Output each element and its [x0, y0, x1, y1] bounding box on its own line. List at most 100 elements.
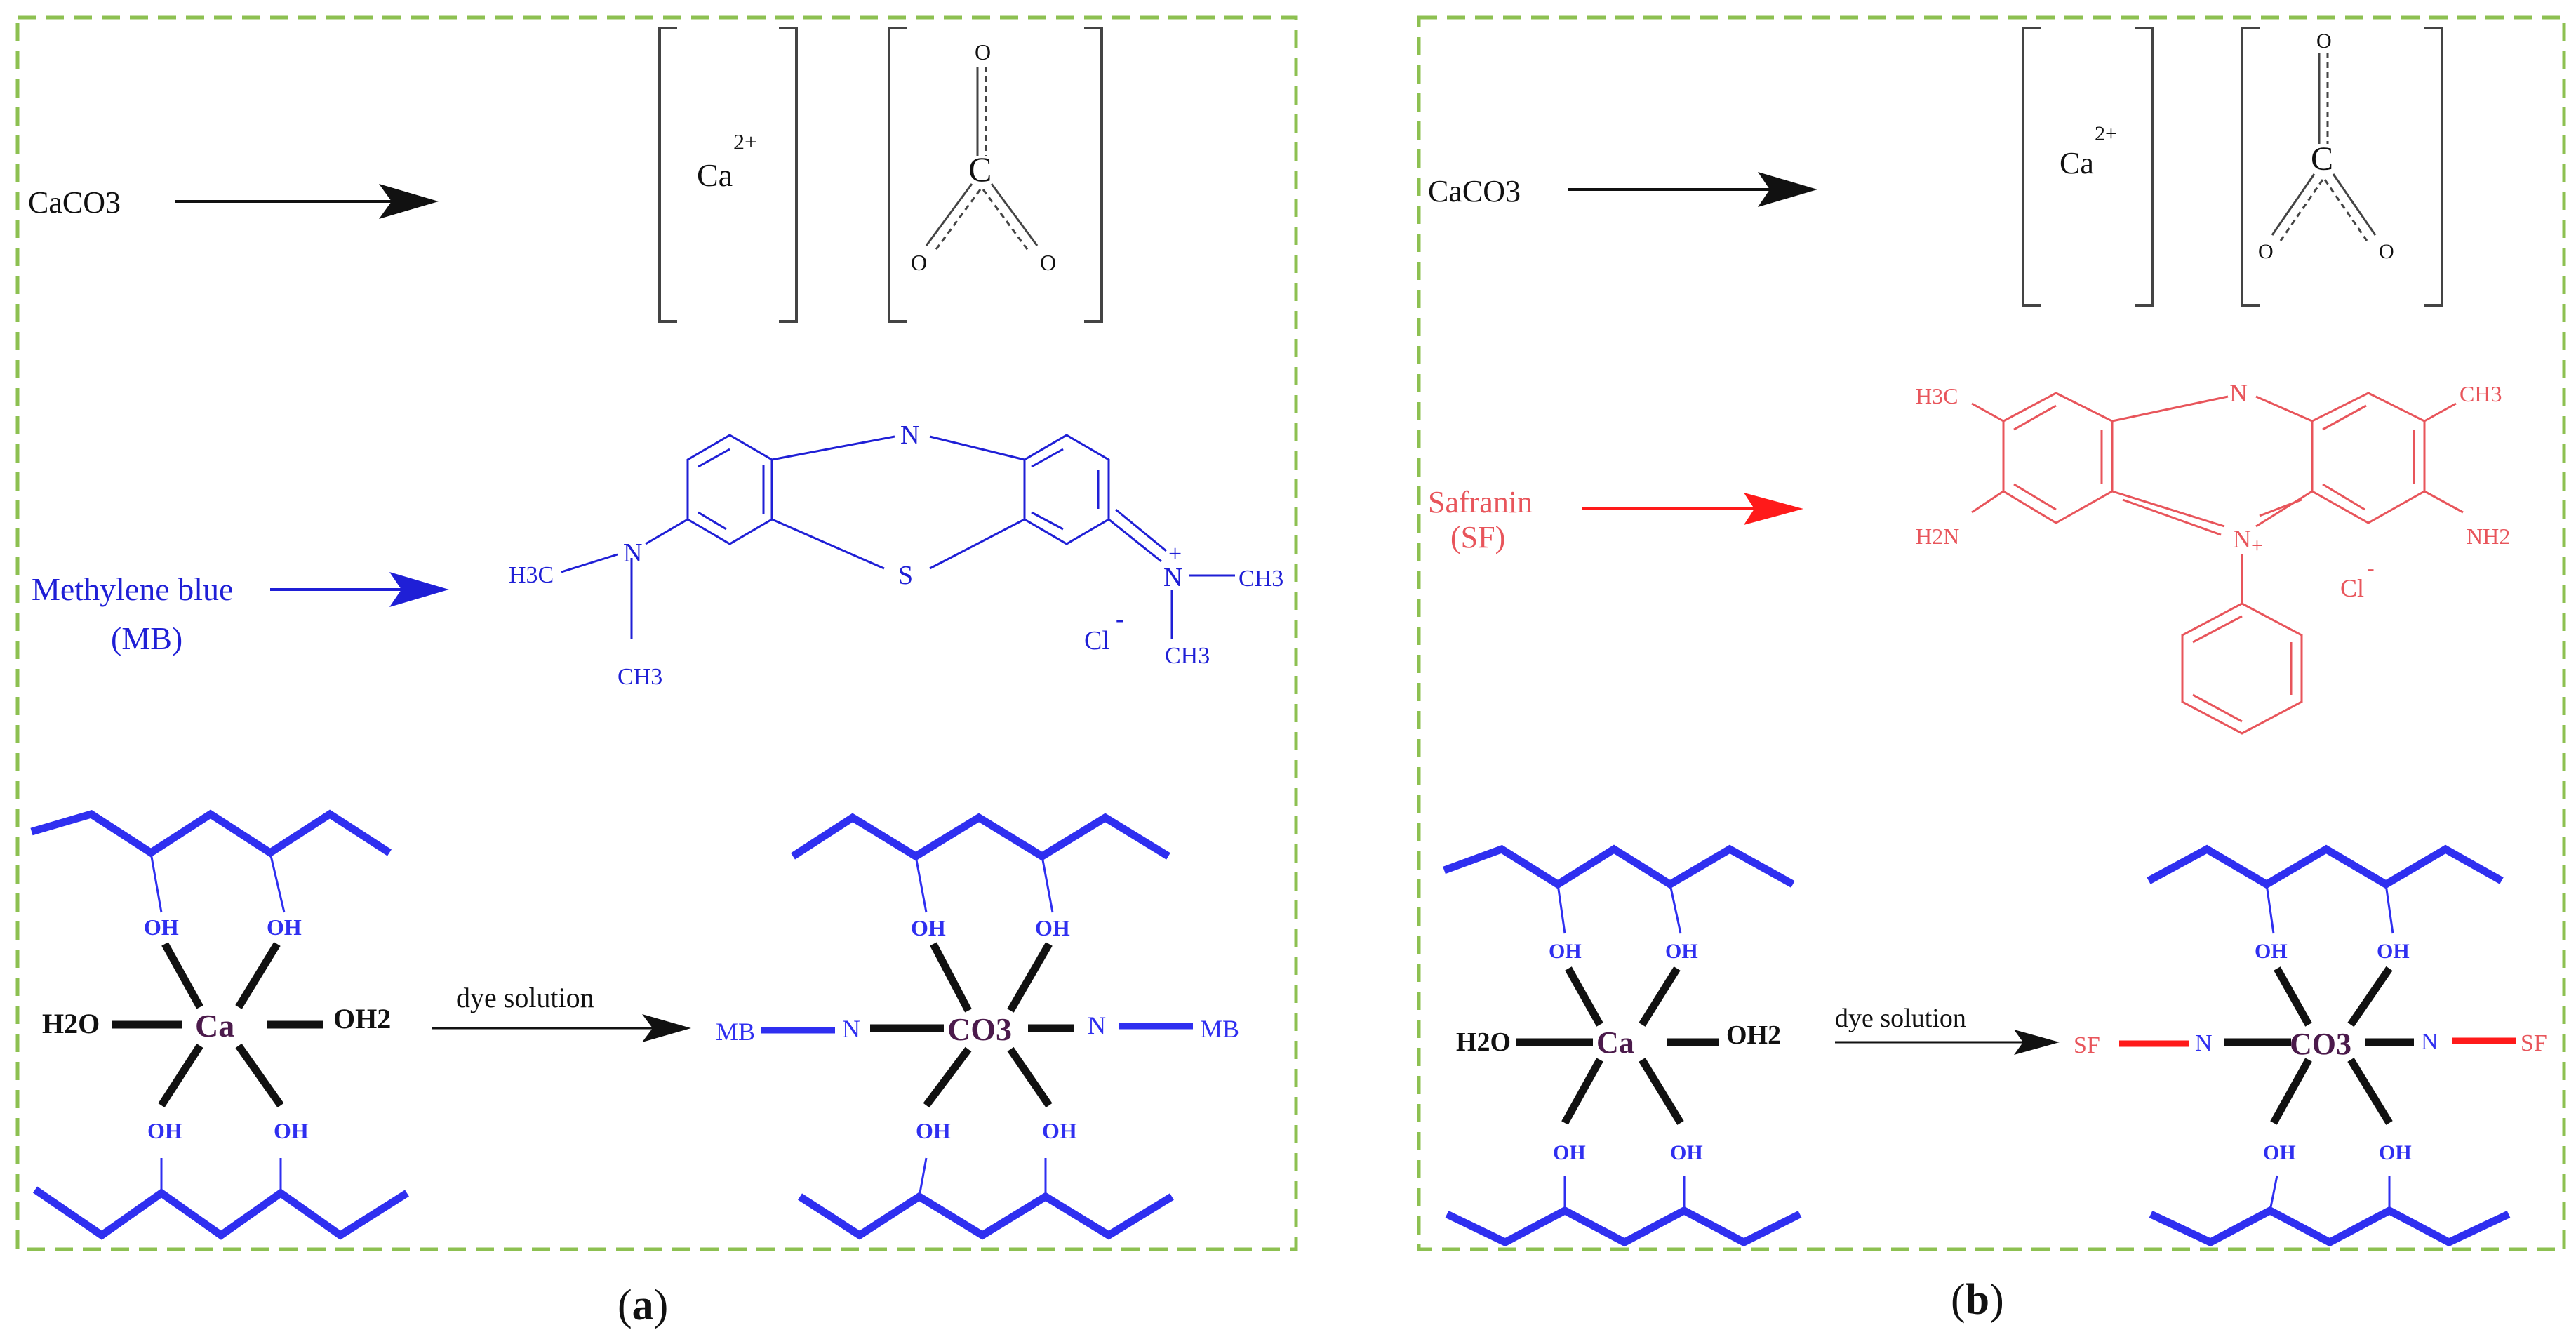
- hydroxyl-b5: OH: [2255, 940, 2288, 963]
- mb-methyl-right-bottom: CH3: [1165, 643, 1210, 669]
- linker-n-right-b: N: [2421, 1029, 2438, 1055]
- calcium-ion-charge-b: 2+: [2095, 122, 2117, 145]
- pva-chain-top-right: [791, 813, 1170, 861]
- carbonate-oxygen-left-b: O: [2258, 240, 2274, 263]
- mb-amine-nitrogen: N: [623, 538, 642, 568]
- hydroxyl-b2: OH: [1665, 940, 1698, 963]
- hydroxyl-b4: OH: [1670, 1141, 1703, 1164]
- coordination-bonds-left-b: [1516, 966, 1719, 1125]
- hydroxyl-b8: OH: [2379, 1141, 2412, 1164]
- reaction-label: dye solution: [456, 982, 594, 1013]
- dye-arrow: [270, 572, 449, 607]
- calcium-ion-symbol-b: Ca: [2060, 146, 2094, 180]
- carbonate-bracket-b: [2241, 27, 2443, 307]
- water-right-b: OH2: [1726, 1020, 1781, 1050]
- hydroxyl-b3: OH: [1553, 1141, 1586, 1164]
- sf-amine-left: H2N: [1916, 524, 1959, 549]
- linker-n-left-b: N: [2195, 1030, 2213, 1056]
- sf-chloride: Cl: [2340, 574, 2364, 602]
- coordination-bonds-right-b: [2224, 966, 2414, 1125]
- methylene-blue-structure: [561, 434, 1235, 639]
- dye-abbreviation: (MB): [111, 620, 182, 656]
- dye-name: Methylene blue: [32, 571, 233, 607]
- safranin-structure: [1971, 392, 2464, 735]
- pva-hydroxyl-links-right: [914, 856, 1054, 1197]
- panel-a-label: (a): [618, 1282, 668, 1329]
- dye-tag-right-b: SF: [2521, 1030, 2547, 1056]
- carbonate-carbon: C: [968, 149, 992, 189]
- dye-tag-left-b: SF: [2074, 1032, 2100, 1058]
- reaction-arrow: [432, 1014, 691, 1042]
- pva-hydroxyl-links-left: [149, 852, 286, 1193]
- sf-pyrazinium-nitrogen: N: [2233, 525, 2251, 553]
- hydroxyl-7: OH: [916, 1118, 951, 1143]
- pva-chain-top-left-b: [1443, 844, 1795, 889]
- pva-hydroxyl-links-left-b: [1556, 884, 1686, 1211]
- calcium-ion-symbol: Ca: [697, 157, 733, 193]
- sf-plus-charge: +: [2251, 534, 2263, 557]
- pva-chain-bottom-right: [798, 1192, 1174, 1240]
- carbonate-oxygen-right-b: O: [2379, 240, 2394, 263]
- precursor-label: CaCO3: [28, 185, 121, 220]
- hydroxyl-b1: OH: [1549, 940, 1582, 963]
- sf-amine-right: NH2: [2467, 524, 2510, 549]
- sf-ring-nitrogen: N: [2229, 379, 2248, 407]
- mb-methyl-left-bottom: CH3: [618, 664, 662, 690]
- hydroxyl-2: OH: [267, 914, 302, 940]
- pva-chain-bottom-left-b: [1445, 1206, 1802, 1247]
- hydroxyl-b6: OH: [2377, 940, 2410, 963]
- carbonate-bonds: [925, 67, 1039, 252]
- calcium-ion-charge: 2+: [733, 129, 757, 154]
- mb-plus-charge: +: [1168, 541, 1182, 567]
- mb-methyl-right: CH3: [1239, 566, 1283, 592]
- panel-b-frame: [1417, 15, 2566, 1251]
- panel-b: CaCO3 Ca 2+ C O O O Safranin (SF): [1417, 15, 2566, 1324]
- hydroxyl-6: OH: [1035, 915, 1070, 940]
- mb-methyl-left: H3C: [509, 562, 554, 588]
- metal-center-right: CO3: [947, 1011, 1012, 1047]
- mb-ring-nitrogen: N: [900, 420, 919, 450]
- linker-n-left: N: [842, 1015, 860, 1043]
- calcium-ion-bracket-b: [2022, 27, 2154, 307]
- panel-b-label: (b): [1951, 1276, 2004, 1324]
- hydroxyl-b7: OH: [2263, 1141, 2296, 1164]
- hydroxyl-4: OH: [274, 1118, 309, 1143]
- panel-a-frame: [15, 15, 1298, 1251]
- carbonate-carbon-b: C: [2311, 140, 2333, 178]
- coordination-bonds-right: [870, 942, 1074, 1108]
- metal-center-left-b: Ca: [1596, 1025, 1634, 1060]
- carbonate-oxygen-left: O: [911, 250, 927, 275]
- dye-tag-right: MB: [1200, 1015, 1239, 1043]
- pva-chain-top-left: [30, 809, 392, 858]
- linker-n-right: N: [1088, 1011, 1106, 1039]
- water-right: OH2: [333, 1003, 391, 1034]
- dye-abbreviation-b: (SF): [1450, 520, 1505, 554]
- carbonate-oxygen-top-b: O: [2316, 29, 2332, 53]
- metal-center-left: Ca: [195, 1008, 234, 1044]
- dye-tag-left: MB: [716, 1018, 755, 1046]
- pva-chain-bottom-right-b: [2149, 1206, 2511, 1247]
- carbonate-bracket: [888, 27, 1103, 323]
- dissociation-arrow: [175, 184, 439, 219]
- mb-chloride: Cl: [1084, 626, 1109, 656]
- reaction-label-b: dye solution: [1835, 1004, 1966, 1033]
- water-left: H2O: [42, 1008, 100, 1039]
- coordination-bonds-left: [112, 942, 323, 1108]
- dye-linker-bonds-a: [761, 1023, 1193, 1034]
- mb-sulfur: S: [898, 561, 913, 590]
- pva-chain-bottom-left: [32, 1186, 409, 1240]
- dye-name-b: Safranin: [1428, 485, 1533, 519]
- sf-methyl-right: CH3: [2460, 381, 2502, 406]
- mb-chloride-charge: -: [1116, 606, 1123, 632]
- calcium-ion-bracket: [658, 27, 798, 323]
- precursor-label-b: CaCO3: [1428, 174, 1521, 208]
- hydroxyl-3: OH: [147, 1118, 182, 1143]
- dye-linker-bonds-b: [2119, 1037, 2516, 1047]
- panel-a: CaCO3 Ca 2+ C O O O Methylene blue (M: [15, 15, 1298, 1329]
- dye-arrow-b: [1582, 493, 1803, 525]
- carbonate-bonds-b: [2271, 53, 2377, 241]
- pva-chain-top-right-b: [2147, 844, 2504, 889]
- mb-iminium-nitrogen: N: [1163, 563, 1182, 592]
- dissociation-arrow-b: [1568, 172, 1817, 207]
